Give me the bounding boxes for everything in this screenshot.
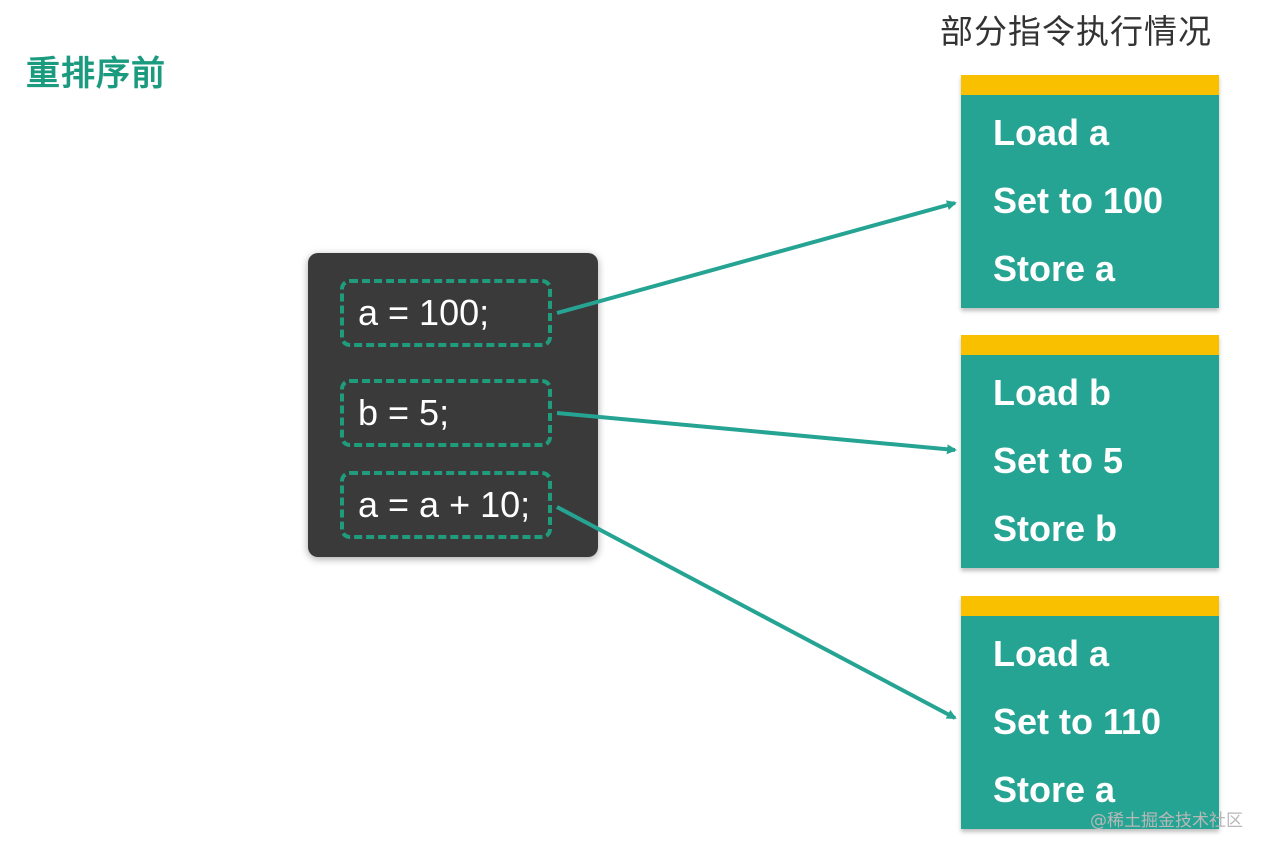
instruction-box-3: Load a Set to 110 Store a xyxy=(961,596,1219,829)
watermark: @稀土掘金技术社区 xyxy=(1090,811,1243,831)
instruction-box-cap xyxy=(961,75,1219,95)
page-title: 重排序前 xyxy=(26,54,166,94)
code-line-1: a = 100; xyxy=(340,279,552,347)
instruction-box-1: Load a Set to 100 Store a xyxy=(961,75,1219,308)
arrow-3 xyxy=(556,505,957,720)
code-line-2: b = 5; xyxy=(340,379,552,447)
code-panel: a = 100; b = 5; a = a + 10; xyxy=(308,253,598,557)
instruction-box-cap xyxy=(961,596,1219,616)
instruction-op: Load a xyxy=(993,633,1110,674)
instruction-op: Set to 110 xyxy=(993,701,1162,742)
instruction-op: Load b xyxy=(993,372,1111,413)
instruction-op: Store b xyxy=(993,508,1118,549)
instruction-box-cap xyxy=(961,335,1219,355)
instruction-box-2: Load b Set to 5 Store b xyxy=(961,335,1219,568)
code-line-3: a = a + 10; xyxy=(340,471,552,539)
instruction-op: Set to 100 xyxy=(993,180,1164,221)
instruction-op: Store a xyxy=(993,248,1116,289)
arrow-2 xyxy=(556,411,957,455)
instruction-op: Load a xyxy=(993,112,1110,153)
instruction-op: Store a xyxy=(993,769,1116,810)
instruction-column-title: 部分指令执行情况 xyxy=(940,12,1212,51)
arrow-1 xyxy=(556,200,957,315)
instruction-op: Set to 5 xyxy=(993,440,1124,481)
